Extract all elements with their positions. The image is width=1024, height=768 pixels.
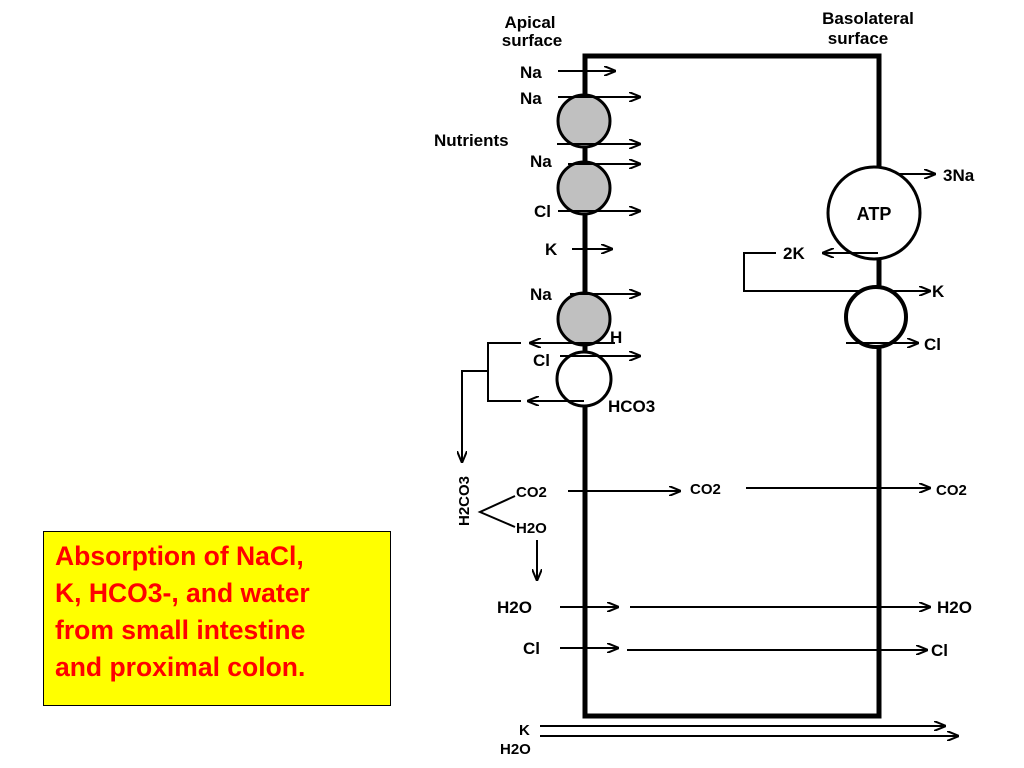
label-cl-2: Cl bbox=[533, 351, 550, 370]
label-h2o-lumen: H2O bbox=[497, 598, 532, 617]
label-h2o-bottom: H2O bbox=[500, 741, 531, 758]
label-h: H bbox=[610, 328, 622, 347]
h2co3-formation-arrow bbox=[462, 370, 488, 462]
caption-box: Absorption of NaCl, K, HCO3-, and water … bbox=[43, 531, 391, 706]
caption-line-2: K, HCO3-, and water bbox=[55, 578, 310, 608]
label-cl-lumen: Cl bbox=[523, 639, 540, 658]
na-nutrient-cotransporter bbox=[556, 93, 612, 149]
label-k-bottom: K bbox=[519, 722, 530, 739]
label-h2o-basolateral: H2O bbox=[937, 598, 972, 617]
label-atp: ATP bbox=[857, 204, 892, 224]
na-cl-cotransporter bbox=[556, 160, 612, 216]
cell-outline bbox=[582, 53, 882, 719]
label-k-basolateral: K bbox=[932, 282, 945, 301]
k-recycle-line bbox=[743, 252, 930, 291]
caption-line-3: from small intestine bbox=[55, 615, 306, 645]
label-cl-1: Cl bbox=[534, 202, 551, 221]
apical-header-line1: Apical bbox=[504, 13, 555, 32]
label-cl-basolateral: Cl bbox=[924, 335, 941, 354]
caption-line-4: and proximal colon. bbox=[55, 652, 306, 682]
label-na-4: Na bbox=[530, 285, 552, 304]
na-k-atpase bbox=[826, 165, 922, 261]
basolateral-header-line1: Basolateral bbox=[822, 9, 914, 28]
label-na-3: Na bbox=[530, 152, 552, 171]
label-cl-basolateral-2: Cl bbox=[931, 641, 948, 660]
caption-line-1: Absorption of NaCl, bbox=[55, 541, 304, 571]
label-h2o-apical: H2O bbox=[516, 520, 547, 537]
label-co2-basolateral: CO2 bbox=[936, 482, 967, 499]
label-2k: 2K bbox=[783, 244, 805, 263]
cl-hco3-exchanger bbox=[555, 350, 613, 408]
label-na-2: Na bbox=[520, 89, 542, 108]
label-hco3: HCO3 bbox=[608, 397, 655, 416]
h-hco3-bracket bbox=[487, 342, 521, 402]
na-h-exchanger bbox=[556, 291, 612, 347]
basolateral-header-line2: surface bbox=[828, 29, 888, 48]
k-channel bbox=[844, 285, 908, 349]
label-nutrients: Nutrients bbox=[434, 131, 509, 150]
label-k: K bbox=[545, 240, 558, 259]
label-h2co3: H2CO3 bbox=[456, 476, 473, 526]
label-na-1: Na bbox=[520, 63, 542, 82]
label-co2-interior: CO2 bbox=[690, 481, 721, 498]
label-3na: 3Na bbox=[943, 166, 975, 185]
apical-header-line2: surface bbox=[502, 31, 562, 50]
h2co3-split-lines bbox=[477, 495, 516, 528]
label-co2-apical: CO2 bbox=[516, 484, 547, 501]
